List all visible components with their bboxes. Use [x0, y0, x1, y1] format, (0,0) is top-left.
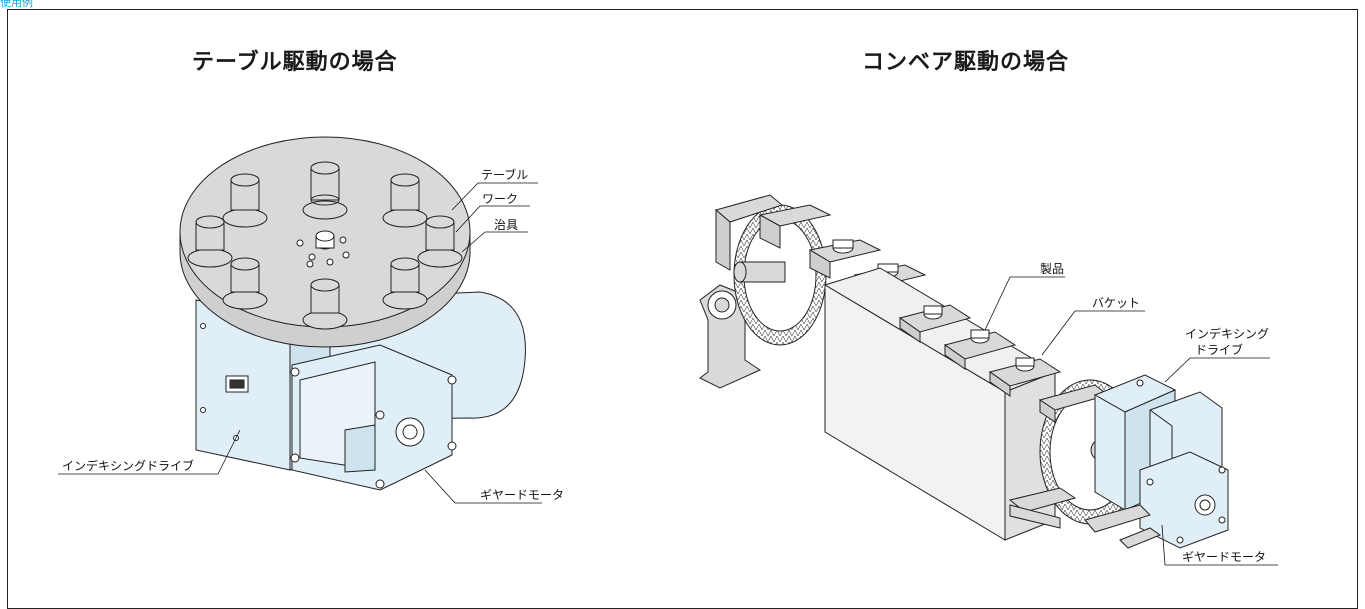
label-jig: 治具 [494, 218, 519, 232]
conveyor-machine [699, 194, 1229, 549]
gearbox [1139, 451, 1229, 549]
workpiece [382, 173, 428, 228]
label-indexing-drive-left: インデキシングドライブ [62, 459, 195, 473]
top-caption: 使用例 [0, 0, 33, 9]
label-indexing-drive-right-1: インデキシング [1185, 327, 1270, 341]
workpiece [187, 215, 233, 268]
workpieces [187, 161, 463, 330]
label-indexing-drive-right-2: ドライブ [1195, 343, 1244, 357]
workpiece [382, 257, 428, 310]
label-geared-motor-right: ギヤードモータ [1182, 550, 1267, 564]
left-title: テーブル駆動の場合 [192, 50, 398, 75]
workpiece [222, 173, 268, 228]
label-geared-motor-left: ギヤードモータ [480, 488, 565, 502]
workpiece [222, 257, 268, 310]
workpiece [302, 161, 348, 220]
right-title: コンベア駆動の場合 [862, 50, 1070, 75]
left-leader-lines [58, 182, 542, 504]
label-bucket: バケット [1092, 296, 1141, 310]
diagram-drawing [58, 136, 1278, 566]
label-table: テーブル [481, 168, 529, 182]
label-product: 製品 [1040, 262, 1065, 276]
label-work: ワーク [482, 192, 519, 206]
workpiece [302, 278, 348, 330]
right-leader-lines [984, 276, 1278, 566]
workpiece [417, 215, 463, 268]
